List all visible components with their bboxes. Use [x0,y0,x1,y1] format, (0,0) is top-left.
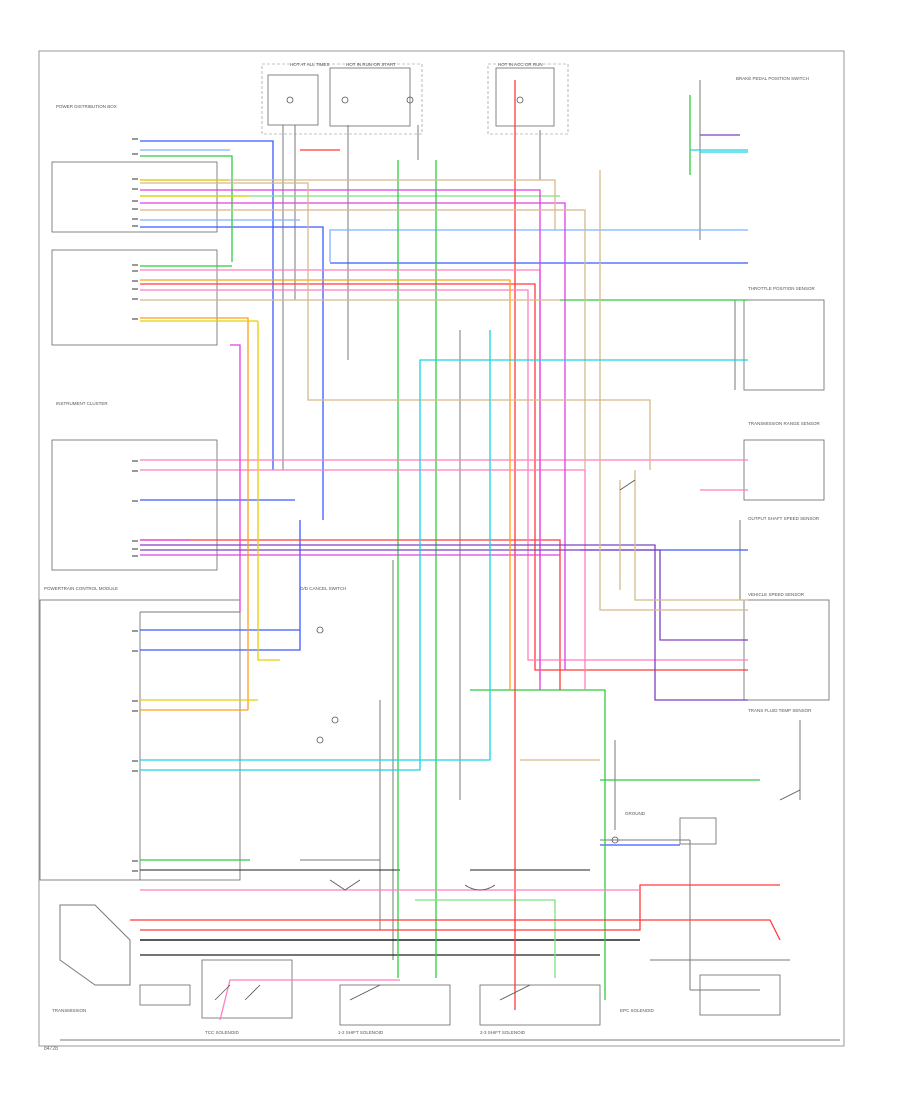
structure-lines [39,63,840,1041]
label-tcc-solenoid: TCC SOLENOID [205,1030,240,1035]
label-pcm: POWERTRAIN CONTROL MODULE [44,586,118,591]
label-instrument-cluster: INSTRUMENT CLUSTER [56,401,108,406]
diagram-footer-code: 84728 [44,1046,58,1052]
label-tft: TRANS FLUID TEMP SENSOR [748,708,812,713]
diagram-labels: HOT AT ALL TIMES HOT IN RUN OR START HOT… [44,62,821,1052]
label-vss: VEHICLE SPEED SENSOR [748,592,805,597]
label-ground: GROUND [625,811,646,816]
label-brake-switch: BRAKE PEDAL POSITION SWITCH [736,76,809,81]
diagram-border [38,50,845,1047]
connector-pin-ticks [132,138,138,872]
label-shift-solenoid-2: 2-3 SHIFT SOLENOID [480,1030,526,1035]
label-oss: OUTPUT SHAFT SPEED SENSOR [748,516,820,521]
label-tr-sensor: TRANSMISSION RANGE SENSOR [748,421,821,426]
label-epc-solenoid: EPC SOLENOID [620,1008,655,1013]
blue-wires [140,140,748,846]
switch-symbols [214,96,801,1001]
label-hot-at-all-times: HOT AT ALL TIMES [290,62,330,67]
label-hot-in-acc: HOT IN ACC OR RUN [498,62,543,67]
label-od-switch: O/D CANCEL SWITCH [300,586,346,591]
label-power-distribution: POWER DISTRIBUTION BOX [56,104,117,109]
label-tps: THROTTLE POSITION SENSOR [748,286,816,291]
label-hot-in-run: HOT IN RUN OR START [346,62,396,67]
cyan-wires [140,149,748,771]
label-transmission: TRANSMISSION [52,1008,86,1013]
warm-wires [140,170,748,761]
label-shift-solenoid-1: 1-2 SHIFT SOLENOID [338,1030,384,1035]
